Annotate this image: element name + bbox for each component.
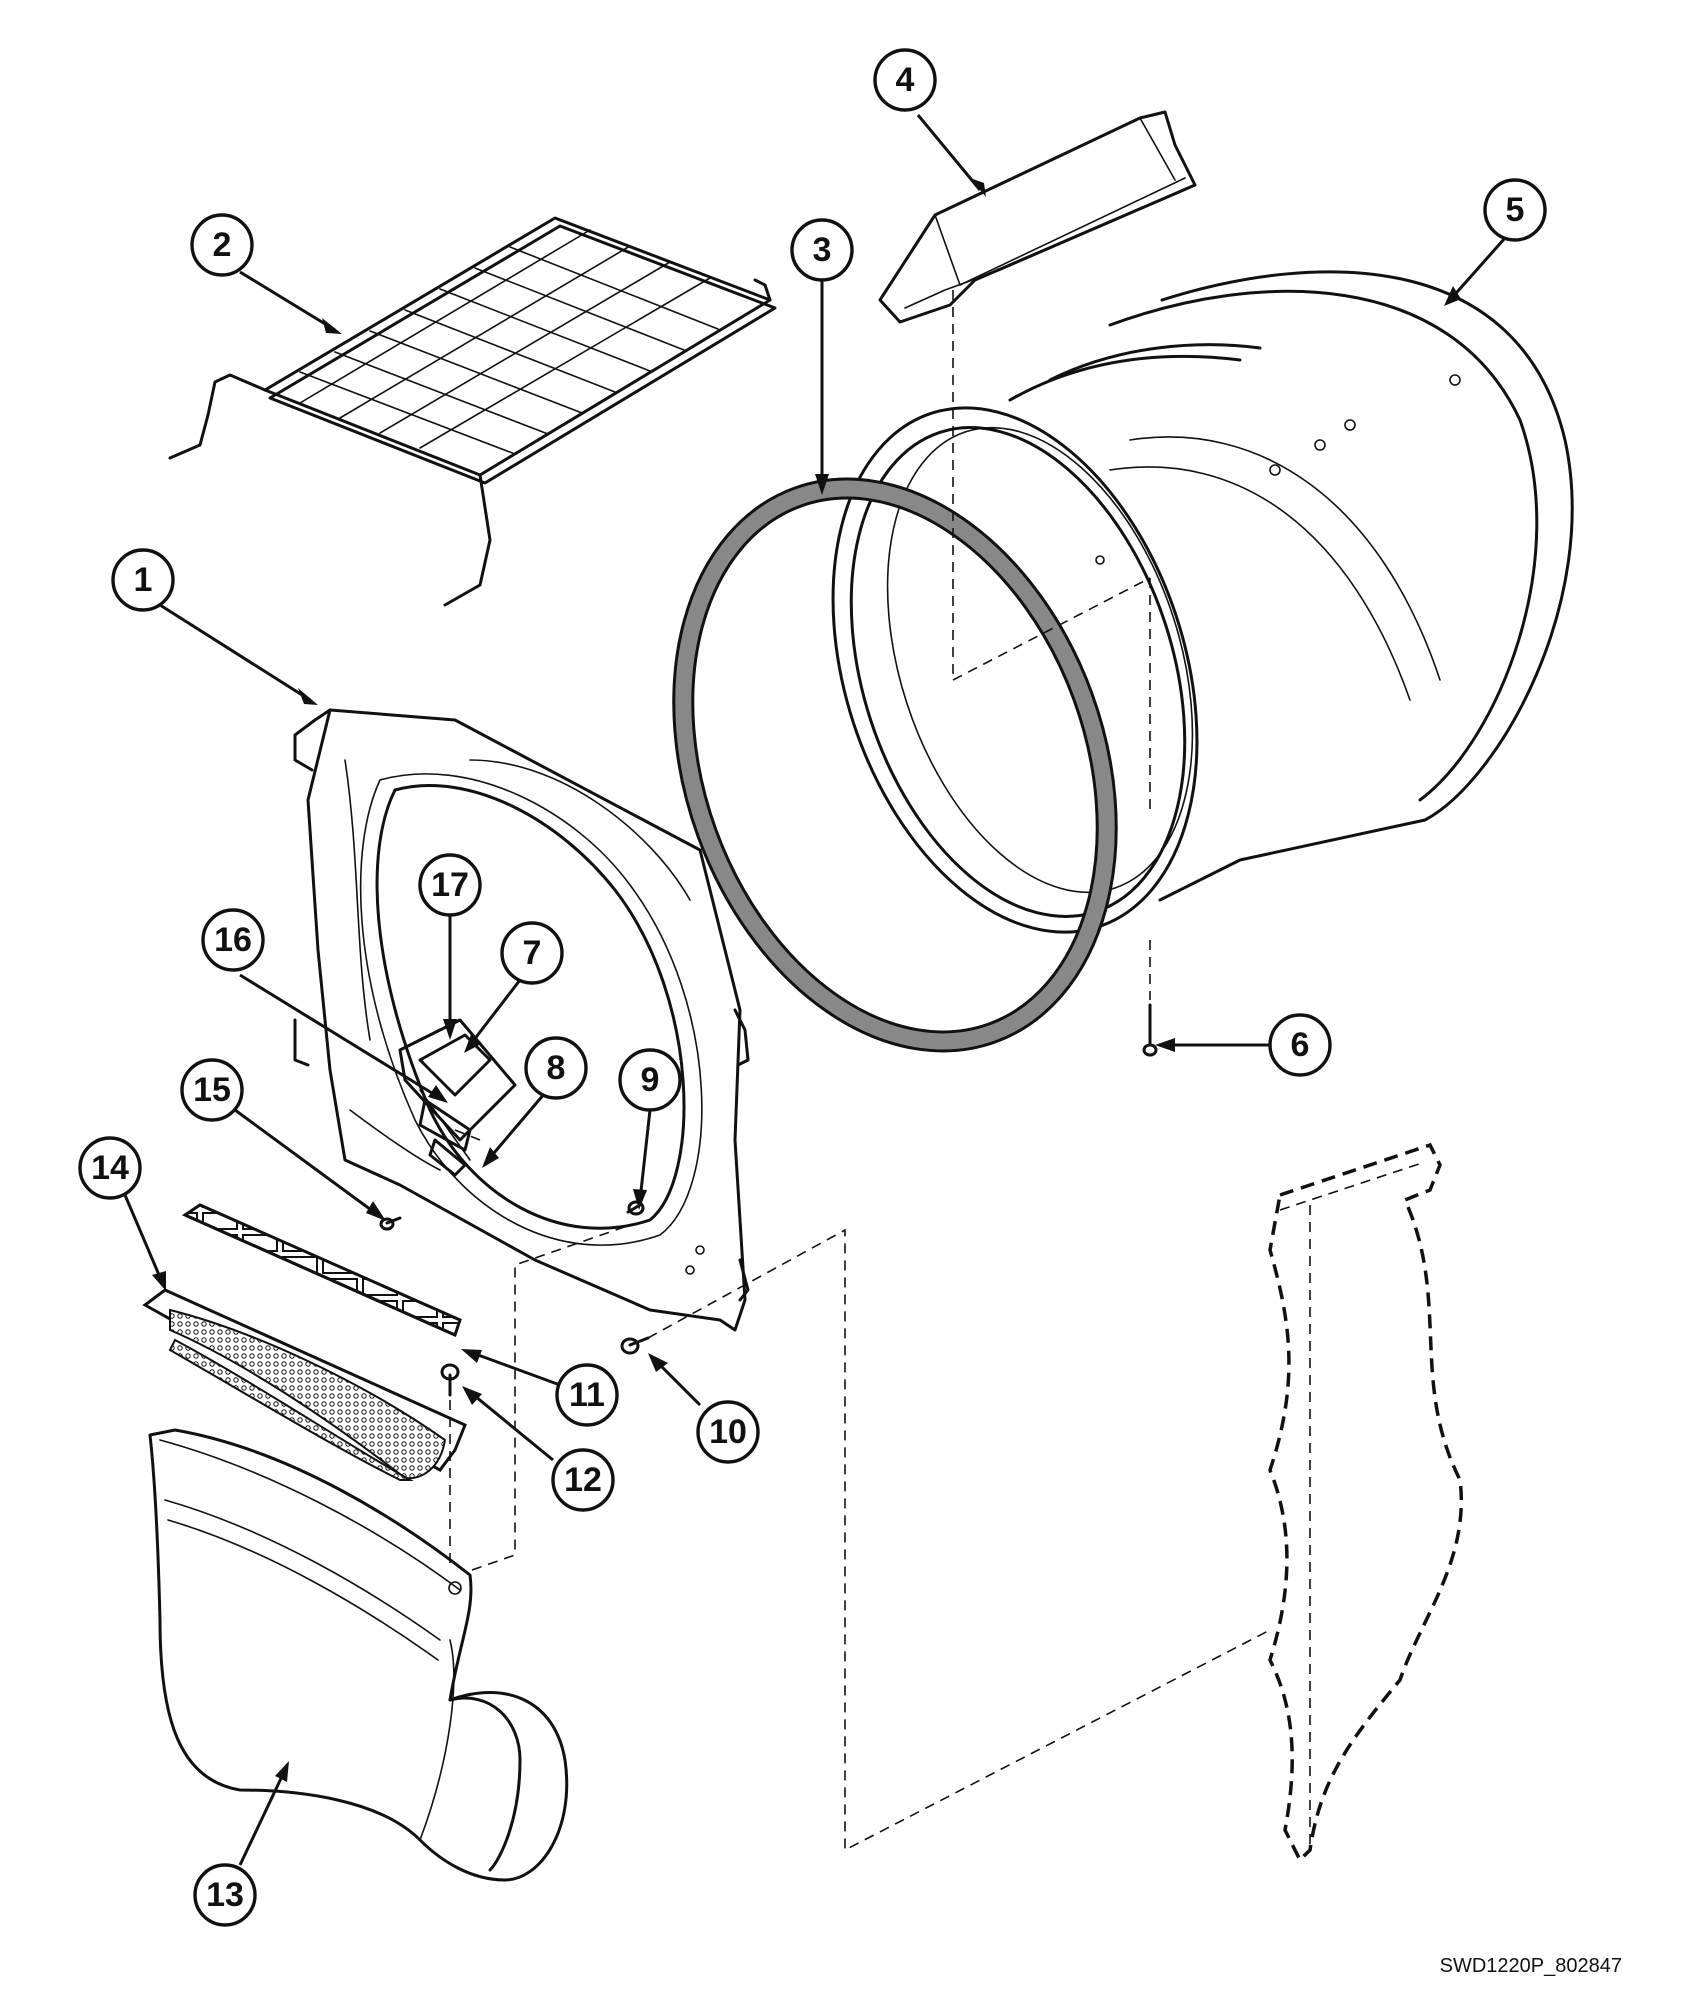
callout-5-label: 5 xyxy=(1506,191,1525,229)
callout-5: 5 xyxy=(1483,178,1547,242)
callout-14-label: 14 xyxy=(91,1149,129,1187)
callout-6: 6 xyxy=(1268,1013,1332,1077)
callout-3: 3 xyxy=(790,218,854,282)
callout-2-label: 2 xyxy=(213,226,232,264)
lint-filter xyxy=(142,1288,467,1481)
callout-4-label: 4 xyxy=(896,61,915,99)
drum xyxy=(831,270,1574,934)
cabinet-outline xyxy=(1268,1142,1463,1863)
callout-8-label: 8 xyxy=(547,1049,566,1087)
drum-seal xyxy=(672,477,1118,1053)
callout-7: 7 xyxy=(500,921,564,985)
drum-baffle xyxy=(878,110,1197,324)
callout-10: 10 xyxy=(696,1400,760,1464)
callout-17-label: 17 xyxy=(431,866,469,904)
callout-9-label: 9 xyxy=(641,1061,660,1099)
callout-8: 8 xyxy=(524,1036,588,1100)
callout-14: 14 xyxy=(78,1136,142,1200)
lint-grille xyxy=(181,1203,462,1338)
leader-lines xyxy=(123,114,1507,1866)
callout-13: 13 xyxy=(193,1863,257,1927)
callout-10-label: 10 xyxy=(709,1413,747,1451)
callout-12: 12 xyxy=(551,1448,615,1512)
callout-6-label: 6 xyxy=(1291,1026,1310,1064)
callout-1-label: 1 xyxy=(134,561,153,599)
drum-rack xyxy=(168,216,777,607)
callout-4: 4 xyxy=(873,48,937,112)
callout-13-label: 13 xyxy=(206,1876,244,1914)
callout-2: 2 xyxy=(190,213,254,277)
callout-16: 16 xyxy=(201,908,265,972)
callout-15-label: 15 xyxy=(193,1071,231,1109)
drawing-code: SWD1220P_802847 xyxy=(1439,1955,1622,1977)
callout-16-label: 16 xyxy=(214,921,252,959)
screws xyxy=(379,1003,1158,1397)
callout-17: 17 xyxy=(418,853,482,917)
callout-3-label: 3 xyxy=(813,231,832,269)
callout-11: 11 xyxy=(555,1363,619,1427)
assembly-guides xyxy=(449,290,1271,1852)
callout-7-label: 7 xyxy=(523,934,542,972)
callout-12-label: 12 xyxy=(564,1461,602,1499)
lint-duct xyxy=(148,1428,569,1882)
callout-9: 9 xyxy=(618,1048,682,1112)
callout-1: 1 xyxy=(111,548,175,612)
callout-11-label: 11 xyxy=(569,1376,605,1414)
callout-15: 15 xyxy=(180,1058,244,1122)
